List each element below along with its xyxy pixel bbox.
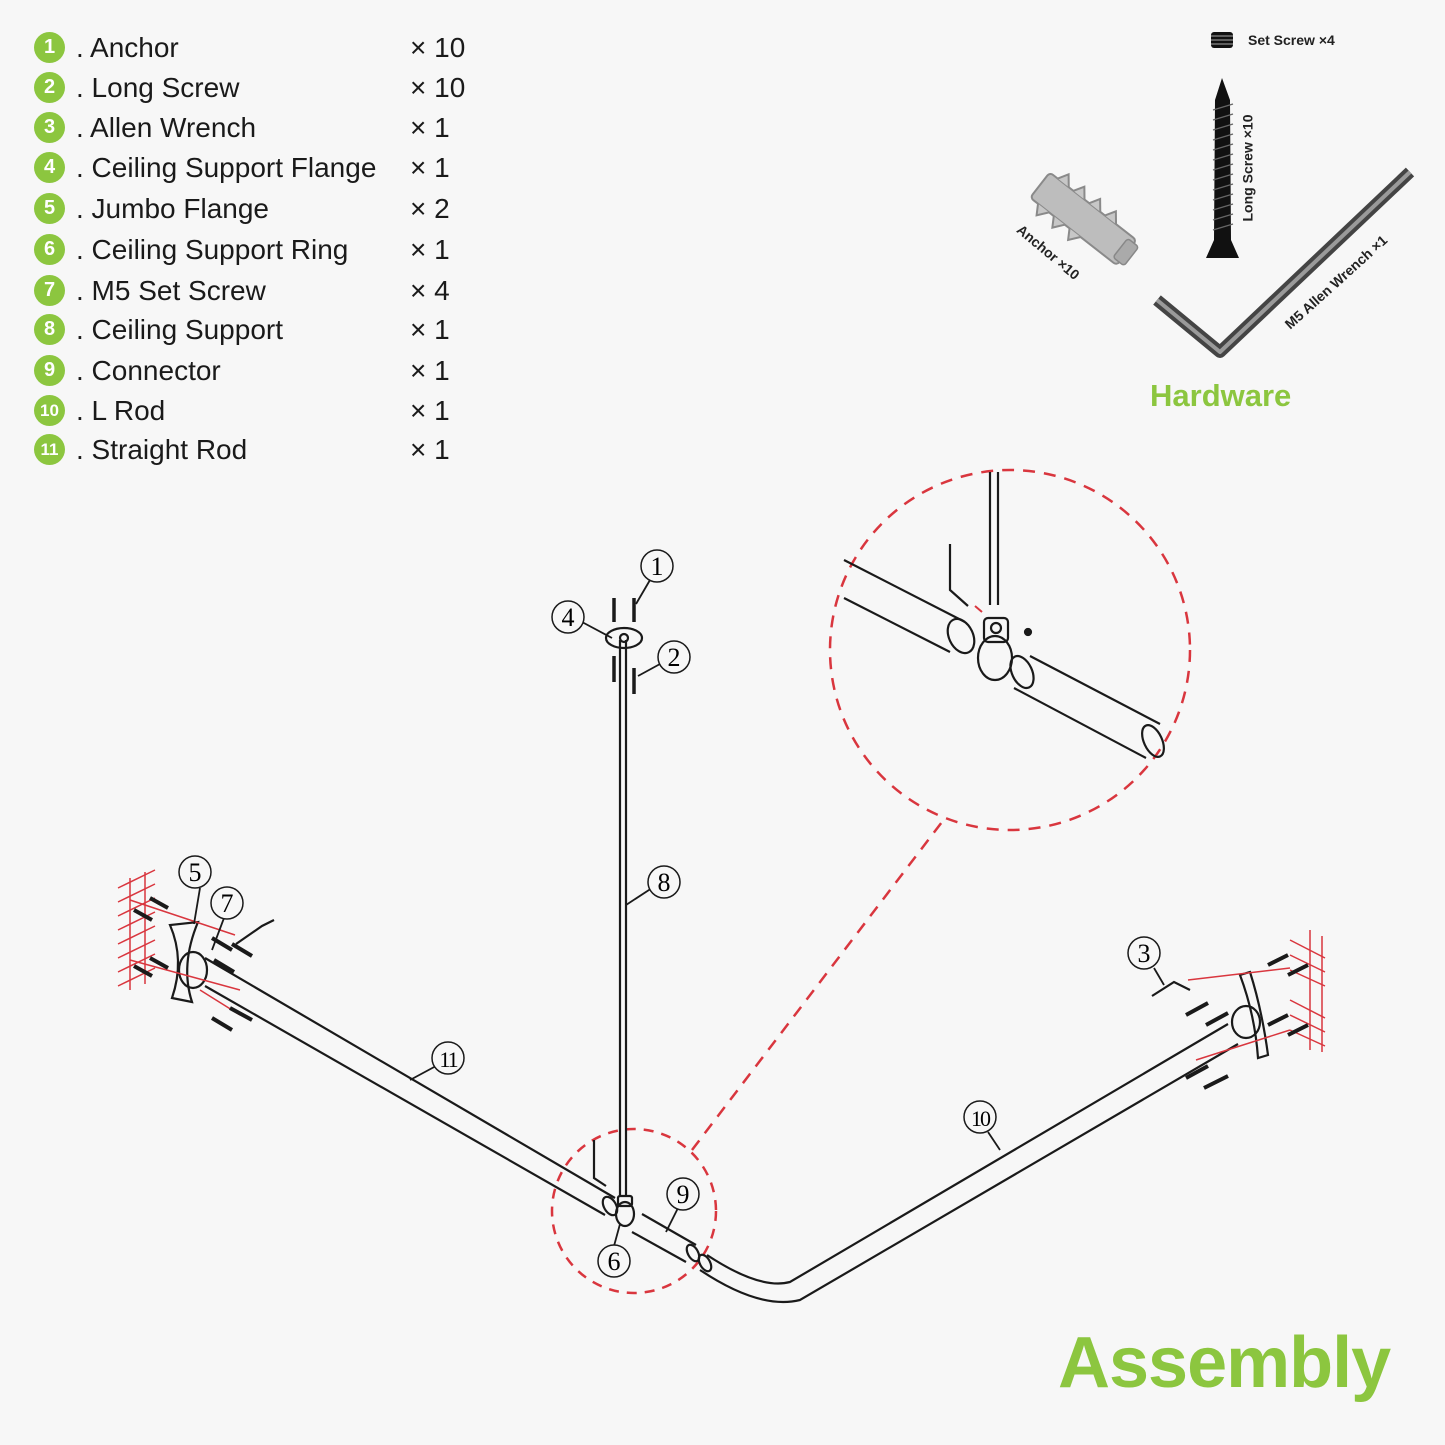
magnified-detail bbox=[843, 472, 1165, 759]
svg-text:8: 8 bbox=[658, 868, 671, 897]
assembly-title: Assembly bbox=[1058, 1323, 1391, 1403]
svg-text:2: 2 bbox=[668, 643, 681, 672]
part-row: 6 . Ceiling Support Ring × 1 bbox=[34, 230, 494, 270]
hardware-title: Hardware bbox=[1150, 378, 1292, 413]
callout-9: 9 bbox=[666, 1177, 700, 1211]
part-number-badge: 8 bbox=[34, 314, 65, 345]
part-name: . Connector bbox=[76, 355, 221, 386]
part-quantity: × 10 bbox=[410, 32, 466, 63]
part-quantity: × 1 bbox=[410, 152, 450, 183]
svg-text:5: 5 bbox=[189, 858, 202, 887]
callout-10: 10 bbox=[963, 1100, 997, 1134]
callout-6: 6 bbox=[597, 1244, 631, 1278]
part-name: . Jumbo Flange bbox=[76, 193, 269, 224]
svg-text:1: 1 bbox=[651, 552, 664, 581]
hardware-illustration bbox=[1030, 32, 1415, 358]
part-quantity: × 1 bbox=[410, 434, 450, 465]
part-row: 4 . Ceiling Support Flange × 1 bbox=[34, 148, 494, 188]
part-quantity: × 1 bbox=[410, 112, 450, 143]
part-number-badge: 1 bbox=[34, 32, 65, 63]
part-number-badge: 5 bbox=[34, 193, 65, 224]
callout-leaders bbox=[193, 579, 1165, 1247]
part-row: 9 . Connector × 1 bbox=[34, 351, 494, 391]
set-screw-icon bbox=[1211, 32, 1233, 48]
part-name: . Ceiling Support Ring bbox=[76, 234, 349, 265]
allen-wrench-icon bbox=[1153, 167, 1415, 358]
part-name: . Allen Wrench bbox=[76, 112, 257, 143]
svg-text:9: 9 bbox=[677, 1180, 690, 1209]
part-name: . Ceiling Support Flange bbox=[76, 152, 377, 183]
callout-5: 5 bbox=[178, 855, 212, 889]
part-number-badge: 9 bbox=[34, 355, 65, 386]
svg-text:3: 3 bbox=[1138, 939, 1151, 968]
svg-text:6: 6 bbox=[608, 1247, 621, 1276]
callout-bubbles: 1 2 3 4 5 6 7 8 bbox=[178, 549, 1161, 1278]
part-row: 3 . Allen Wrench × 1 bbox=[34, 108, 494, 148]
long-screw-caption: Long Screw ×10 bbox=[1239, 114, 1256, 222]
part-quantity: × 1 bbox=[410, 355, 450, 386]
part-name: . M5 Set Screw bbox=[76, 275, 266, 306]
part-quantity: × 1 bbox=[410, 314, 450, 345]
callout-2: 2 bbox=[657, 640, 691, 674]
part-name: . Ceiling Support bbox=[76, 314, 284, 345]
callout-11: 11 bbox=[431, 1041, 465, 1075]
part-quantity: × 4 bbox=[410, 275, 450, 306]
part-number-badge: 4 bbox=[34, 152, 65, 183]
part-row: 1 . Anchor × 10 bbox=[34, 28, 494, 68]
callout-8: 8 bbox=[647, 865, 681, 899]
part-row: 11 . Straight Rod × 1 bbox=[34, 430, 494, 470]
part-name: . Long Screw bbox=[76, 72, 240, 103]
svg-text:4: 4 bbox=[562, 603, 575, 632]
callout-4: 4 bbox=[551, 600, 585, 634]
part-quantity: × 2 bbox=[410, 193, 450, 224]
part-number-badge: 7 bbox=[34, 275, 65, 306]
part-row: 2 . Long Screw × 10 bbox=[34, 68, 494, 108]
part-number-badge: 3 bbox=[34, 112, 65, 143]
part-number-badge: 11 bbox=[34, 434, 65, 465]
part-row: 7 . M5 Set Screw × 4 bbox=[34, 271, 494, 311]
anchor-icon bbox=[1030, 172, 1139, 266]
part-number-badge: 10 bbox=[34, 395, 65, 426]
svg-text:10: 10 bbox=[971, 1106, 991, 1131]
part-row: 8 . Ceiling Support × 1 bbox=[34, 310, 494, 350]
part-name: . L Rod bbox=[76, 395, 166, 426]
part-quantity: × 1 bbox=[410, 234, 450, 265]
part-row: 5 . Jumbo Flange × 2 bbox=[34, 189, 494, 229]
part-quantity: × 1 bbox=[410, 395, 450, 426]
callout-7: 7 bbox=[210, 886, 244, 920]
set-screw-caption: Set Screw ×4 bbox=[1248, 32, 1335, 48]
part-name: . Anchor bbox=[76, 32, 179, 63]
part-number-badge: 2 bbox=[34, 72, 65, 103]
svg-text:7: 7 bbox=[221, 889, 234, 918]
svg-text:11: 11 bbox=[439, 1047, 457, 1072]
part-row: 10 . L Rod × 1 bbox=[34, 391, 494, 431]
part-name: . Straight Rod bbox=[76, 434, 248, 465]
main-assembly bbox=[117, 598, 1326, 1304]
detail-callout bbox=[550, 468, 1192, 1295]
callout-1: 1 bbox=[640, 549, 674, 583]
long-screw-icon bbox=[1206, 78, 1239, 258]
part-quantity: × 10 bbox=[410, 72, 466, 103]
callout-3: 3 bbox=[1127, 936, 1161, 970]
part-number-badge: 6 bbox=[34, 234, 65, 265]
